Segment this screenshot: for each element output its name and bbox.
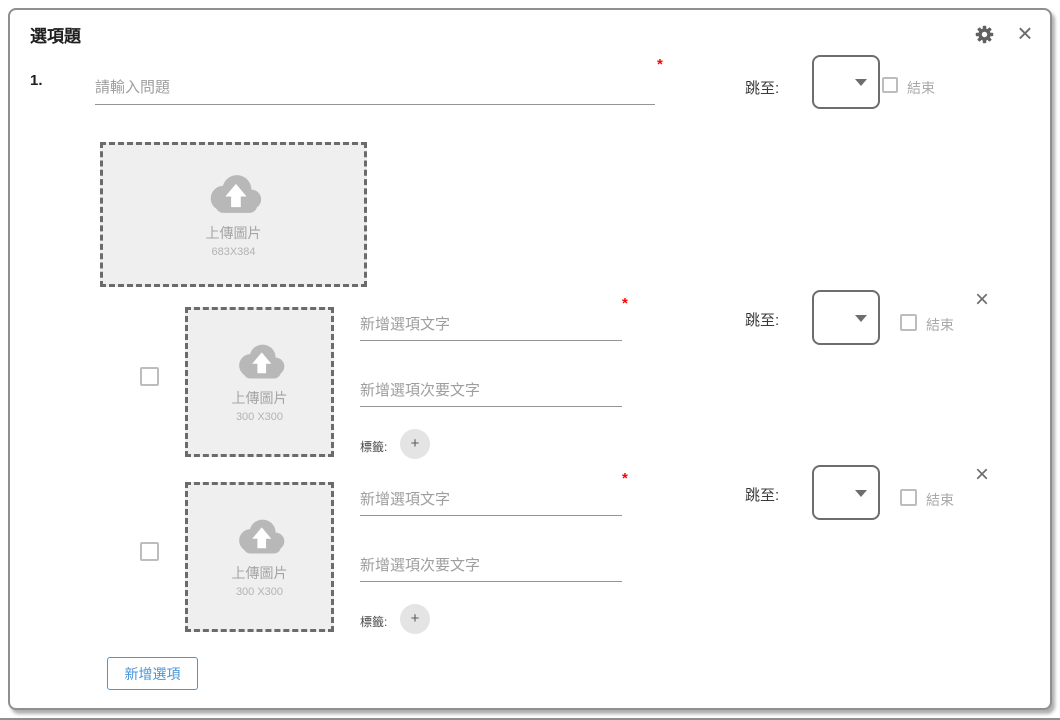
upload-size-hint: 683X384 [211, 245, 256, 258]
option-row: 上傳圖片 300 X300 * 標籤: + 跳至: 結束 × [10, 463, 1050, 638]
tag-label: 標籤: [360, 615, 388, 629]
option-select-checkbox[interactable] [140, 367, 159, 386]
remove-option-icon[interactable]: × [974, 286, 989, 313]
jump-to-label: 跳至: [745, 312, 780, 329]
jump-to-dropdown[interactable] [812, 465, 880, 520]
end-label: 結束 [926, 317, 954, 333]
chevron-down-icon [855, 489, 867, 497]
upload-label: 上傳圖片 [231, 564, 288, 581]
chevron-down-icon [855, 79, 867, 86]
end-checkbox[interactable] [882, 77, 898, 93]
jump-to-dropdown[interactable] [812, 55, 880, 109]
jump-to-dropdown[interactable] [812, 290, 880, 345]
upload-cloud-icon [238, 519, 284, 554]
upload-cloud-icon [238, 344, 284, 379]
settings-button[interactable] [973, 24, 995, 46]
upload-size-hint: 300 X300 [235, 585, 284, 598]
option-image-upload-area[interactable]: 上傳圖片 300 X300 [185, 307, 334, 457]
upload-cloud-icon [210, 174, 261, 213]
tag-label: 標籤: [360, 440, 388, 454]
add-tag-button[interactable]: + [400, 604, 430, 634]
end-label: 結束 [907, 80, 935, 96]
upload-size-hint: 300 X300 [235, 410, 284, 423]
jump-to-label: 跳至: [745, 80, 780, 97]
page-bottom-divider [0, 718, 1060, 720]
end-label: 結束 [926, 492, 954, 508]
option-select-checkbox[interactable] [140, 542, 159, 561]
chevron-down-icon [855, 314, 867, 322]
option-secondary-text-input[interactable] [360, 375, 622, 407]
option-text-input[interactable] [360, 309, 622, 341]
question-editor-dialog: 選項題 × 1. * 跳至: 結束 [8, 8, 1052, 710]
end-checkbox[interactable] [900, 489, 917, 506]
add-option-button[interactable]: 新增選項 [107, 657, 198, 690]
jump-to-label: 跳至: [745, 487, 780, 504]
gear-icon [975, 25, 993, 44]
option-secondary-text-input[interactable] [360, 550, 622, 582]
option-row: 上傳圖片 300 X300 * 標籤: + 跳至: 結束 × [10, 288, 1050, 463]
required-marker: * [622, 470, 628, 487]
question-image-upload-area[interactable]: 上傳圖片 683X384 [100, 142, 367, 287]
option-text-input[interactable] [360, 484, 622, 516]
option-image-upload-area[interactable]: 上傳圖片 300 X300 [185, 482, 334, 632]
add-tag-button[interactable]: + [400, 429, 430, 459]
close-icon[interactable]: × [1017, 18, 1033, 48]
upload-label: 上傳圖片 [231, 389, 288, 406]
dialog-title: 選項題 [30, 27, 81, 46]
required-marker: * [622, 295, 628, 312]
remove-option-icon[interactable]: × [974, 461, 989, 488]
question-text-input[interactable] [95, 70, 655, 105]
required-marker: * [657, 56, 663, 73]
upload-label: 上傳圖片 [205, 224, 262, 241]
question-number: 1. [30, 72, 43, 89]
end-checkbox[interactable] [900, 314, 917, 331]
